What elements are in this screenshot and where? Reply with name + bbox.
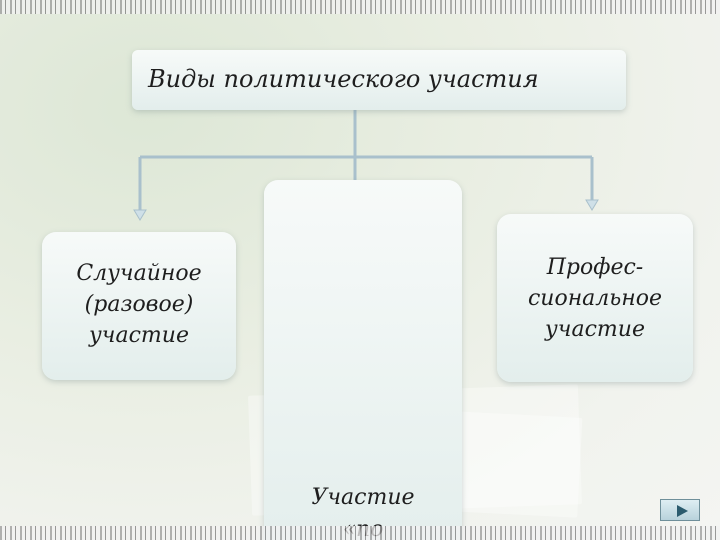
node-occasional-label: Случайное (разовое) участие — [76, 261, 202, 348]
arrow-left — [133, 209, 147, 221]
node-occasional-participation: Случайное (разовое) участие — [42, 232, 236, 380]
next-slide-button[interactable] — [660, 499, 700, 521]
node-right-line3: участие — [545, 317, 645, 342]
decorative-top-stripe — [0, 0, 720, 14]
node-participation-by: Участие «по — [264, 180, 462, 540]
node-right-line1: Профес- — [546, 255, 644, 280]
node-middle-line1: Участие — [311, 485, 415, 510]
arrow-right — [585, 199, 599, 211]
node-right-line2: сиональное — [527, 286, 663, 311]
diagram-title-box: Виды политического участия — [132, 50, 626, 110]
next-arrow-icon — [677, 505, 688, 517]
node-professional-participation: Профес- сиональное участие — [497, 214, 693, 382]
diagram-title: Виды политического участия — [148, 65, 539, 93]
decorative-bottom-stripe — [0, 526, 720, 540]
